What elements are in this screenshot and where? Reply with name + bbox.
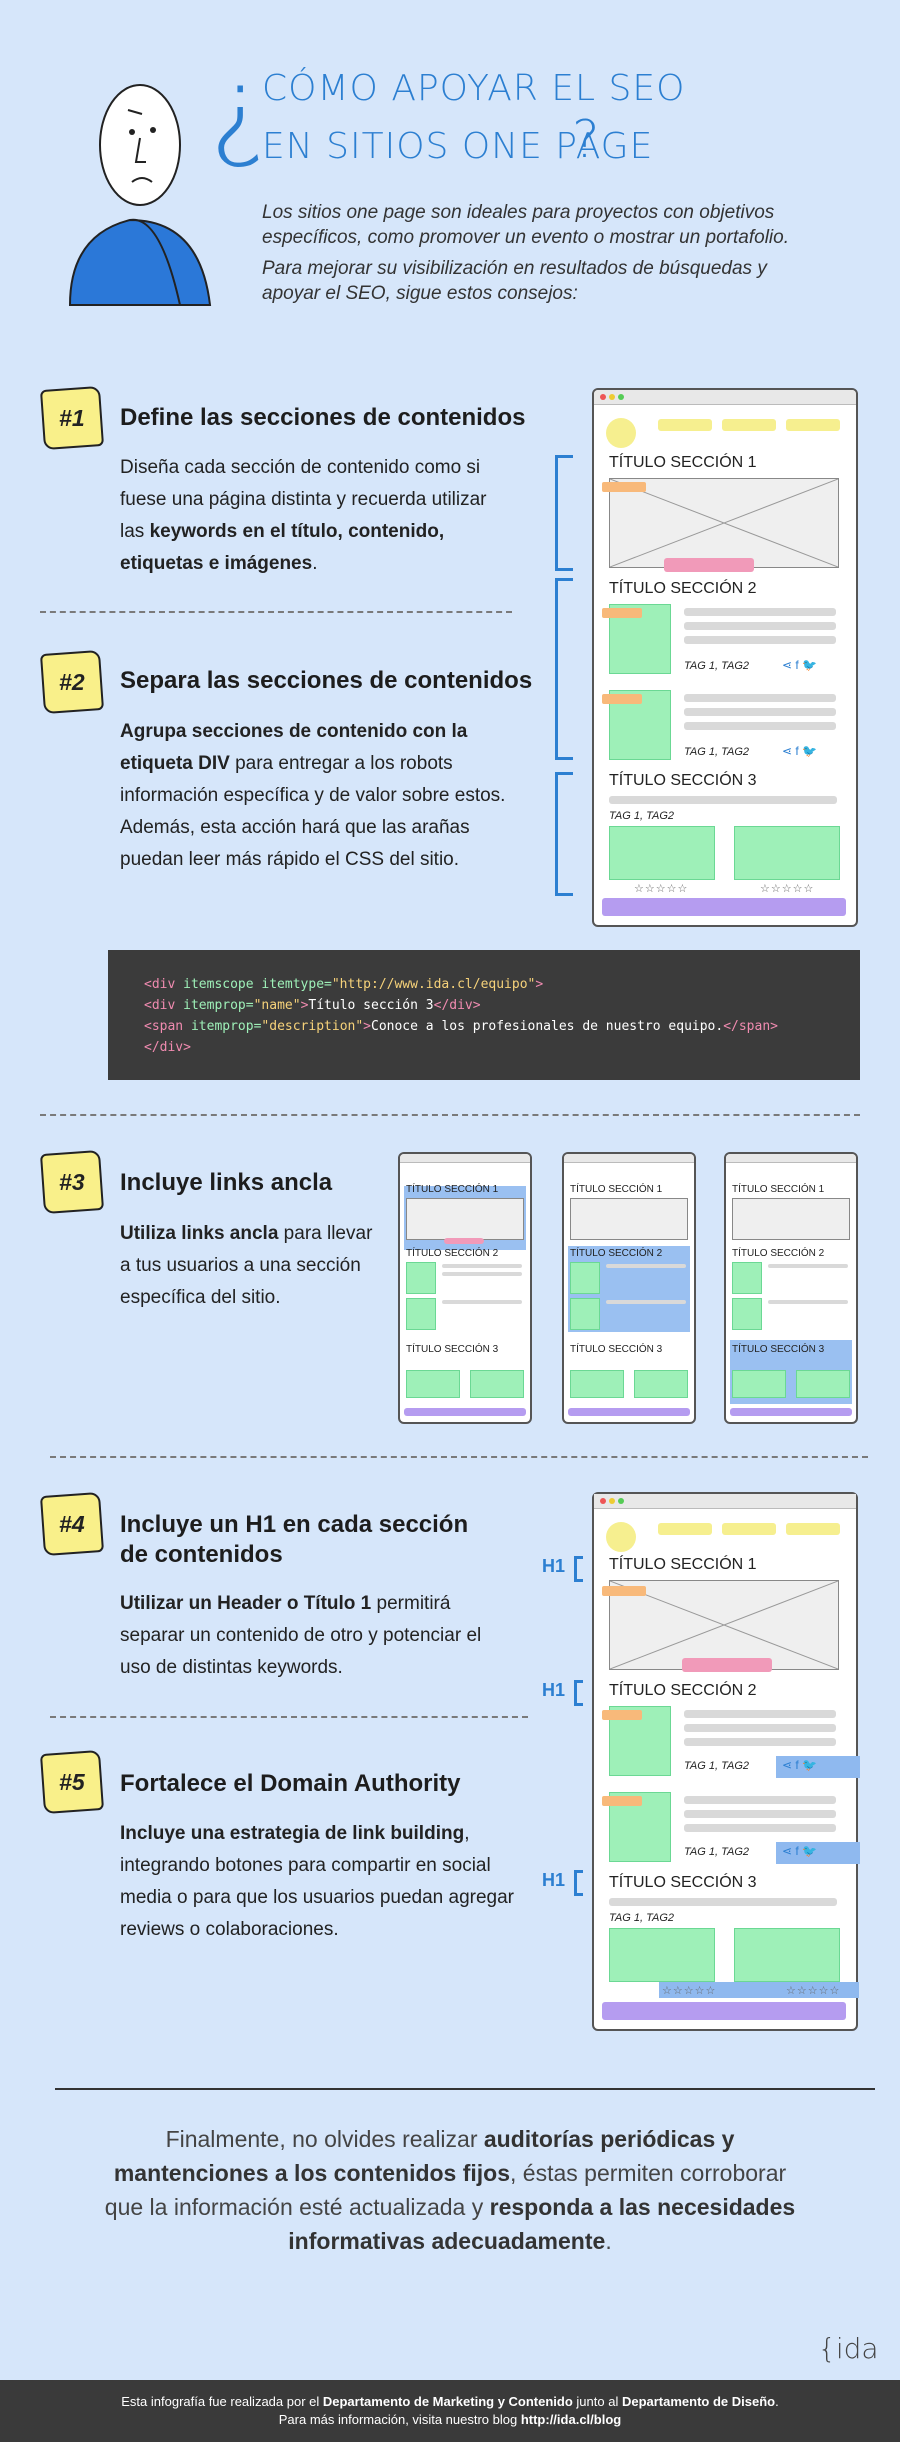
image-placeholder <box>609 478 839 568</box>
tip-4-title: Incluye un H1 en cada sección de conteni… <box>120 1511 469 1568</box>
divider <box>40 611 512 613</box>
tip-5-body: Incluye una estrategia de link building,… <box>120 1823 514 1940</box>
rating-stars: ☆☆☆☆☆ <box>634 883 689 895</box>
h1-bracket <box>574 1556 583 1582</box>
intro-paragraph-1: Los sitios one page son ideales para pro… <box>262 202 789 248</box>
anchor-mockup-2: TÍTULO SECCIÓN 1 TÍTULO SECCIÓN 2 TÍTULO… <box>562 1152 696 1424</box>
share-icons: ⋖ f 🐦 <box>782 658 817 672</box>
anchor-mockup-3: TÍTULO SECCIÓN 1 TÍTULO SECCIÓN 2 TÍTULO… <box>724 1152 858 1424</box>
tip-5-title: Fortalece el Domain Authority <box>120 1770 461 1797</box>
section-bracket-1 <box>555 455 573 571</box>
mockup-tags: TAG 1, TAG2 <box>684 660 749 672</box>
website-mockup-h1: TÍTULO SECCIÓN 1 TÍTULO SECCIÓN 2 TAG 1,… <box>592 1492 860 2031</box>
section-bracket-2 <box>555 578 573 760</box>
divider <box>40 1114 860 1116</box>
tip-2-badge: #2 <box>39 649 105 715</box>
tip-5-badge: #5 <box>39 1749 105 1815</box>
tip-1-badge: #1 <box>39 385 105 451</box>
h1-label: H1 <box>542 1556 566 1576</box>
tip-3-body: Utiliza links ancla para llevar a tus us… <box>120 1223 373 1308</box>
share-icons: ⋖ f 🐦 <box>782 744 817 758</box>
ida-logo: {ida <box>818 2332 879 2365</box>
tip-2-body: Agrupa secciones de contenido con la eti… <box>120 721 506 870</box>
h1-label: H1 <box>542 1870 566 1890</box>
h1-bracket <box>574 1680 583 1706</box>
blog-link[interactable]: http://ida.cl/blog <box>520 2412 622 2427</box>
code-snippet: <div itemscope itemtype="http://www.ida.… <box>108 950 860 1080</box>
tip-1-body: Diseña cada sección de contenido como si… <box>120 457 487 574</box>
h1-label: H1 <box>542 1680 566 1700</box>
divider <box>50 1716 528 1718</box>
tip-4-badge: #4 <box>39 1491 105 1557</box>
mockup-section-2-title: TÍTULO SECCIÓN 2 <box>609 580 757 597</box>
tip-3-badge: #3 <box>39 1149 105 1215</box>
question-close-mark: ? <box>572 110 600 170</box>
h1-bracket <box>574 1870 583 1896</box>
final-message: Finalmente, no olvides realizar auditorí… <box>104 2126 796 2254</box>
section-bracket-3 <box>555 772 573 896</box>
tip-4-body: Utilizar un Header o Título 1 permitirá … <box>120 1593 482 1678</box>
anchor-mockup-1: TÍTULO SECCIÓN 1 TÍTULO SECCIÓN 2 TÍTULO… <box>398 1152 532 1424</box>
mockup-section-3-title: TÍTULO SECCIÓN 3 <box>609 772 757 789</box>
mockup-section-1-title: TÍTULO SECCIÓN 1 <box>609 454 757 471</box>
character-illustration <box>60 70 220 310</box>
rating-stars: ☆☆☆☆☆ <box>760 883 815 895</box>
intro-paragraph-2: Para mejorar su visibilización en result… <box>262 258 767 304</box>
footer: Esta infografía fue realizada por el Dep… <box>0 2380 900 2442</box>
tip-3-title: Incluye links ancla <box>120 1169 333 1196</box>
divider-line <box>55 2088 875 2090</box>
page-title-line2: EN SITIOS ONE PAGE <box>262 126 654 167</box>
question-open-mark: ¿ <box>210 43 269 171</box>
divider <box>50 1456 868 1458</box>
mockup-tags: TAG 1, TAG2 <box>684 746 749 758</box>
website-mockup: TÍTULO SECCIÓN 1 TÍTULO SECCIÓN 2 TAG 1,… <box>592 388 858 927</box>
tip-2-title: Separa las secciones de contenidos <box>120 667 533 694</box>
tip-1-title: Define las secciones de contenidos <box>120 404 526 431</box>
mockup-tags: TAG 1, TAG2 <box>609 810 674 822</box>
page-title-line1: CÓMO APOYAR EL SEO <box>262 68 686 109</box>
